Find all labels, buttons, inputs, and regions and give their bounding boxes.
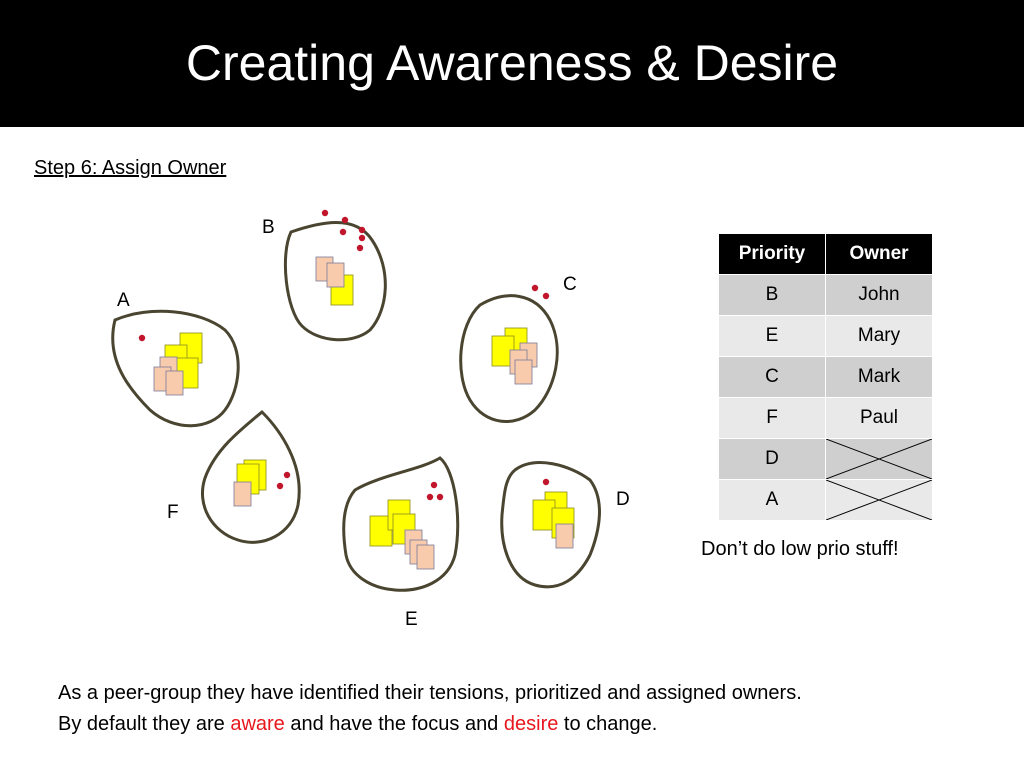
- header-priority: Priority: [718, 233, 826, 275]
- group-label-f: F: [167, 502, 179, 523]
- owner-cell: John: [825, 274, 933, 316]
- owner-cell: Mark: [825, 356, 933, 398]
- group-label-e: E: [405, 609, 418, 630]
- footer-line-2: By default they are aware and have the f…: [58, 709, 802, 740]
- priority-owner-table: Priority Owner B John E Mary C Mark F Pa…: [718, 233, 933, 521]
- table-row: F Paul: [718, 397, 933, 439]
- group-b-blob: [283, 209, 387, 342]
- group-label-b: B: [262, 217, 275, 238]
- table-row: A: [718, 479, 933, 521]
- footer-text: As a peer-group they have identified the…: [58, 678, 802, 740]
- owner-cell: Paul: [825, 397, 933, 439]
- table-row: B John: [718, 274, 933, 316]
- group-d-blob: [500, 461, 601, 589]
- owner-cell: Mary: [825, 315, 933, 357]
- cross-out-icon: [826, 480, 932, 520]
- priority-cell: F: [718, 397, 826, 439]
- slide-title: Creating Awareness & Desire: [185, 35, 839, 91]
- table-row: E Mary: [718, 315, 933, 357]
- group-label-a: A: [117, 290, 130, 311]
- header-owner: Owner: [825, 233, 933, 275]
- table-row: C Mark: [718, 356, 933, 398]
- crossed-out-owner-cell: [825, 479, 933, 521]
- priority-cell: D: [718, 438, 826, 480]
- sticky-note-peach: [326, 262, 345, 288]
- group-label-c: C: [563, 274, 577, 295]
- crossed-out-owner-cell: [825, 438, 933, 480]
- priority-cell: C: [718, 356, 826, 398]
- priority-cell: B: [718, 274, 826, 316]
- footer-text-part: to change.: [558, 713, 658, 735]
- group-e-blob: [342, 456, 460, 592]
- cross-out-icon: [826, 439, 932, 479]
- group-c-blob: [459, 284, 559, 423]
- table-row: D: [718, 438, 933, 480]
- desire-highlight: desire: [503, 713, 559, 735]
- priority-cell: A: [718, 479, 826, 521]
- footer-line-1: As a peer-group they have identified the…: [58, 682, 802, 704]
- footer-text-part: By default they are: [58, 713, 231, 735]
- step-heading: Step 6: Assign Owner: [34, 157, 227, 179]
- group-f-blob: [200, 409, 301, 544]
- title-bar: Creating Awareness & Desire: [0, 0, 1024, 127]
- footer-text-part: and have the focus and: [284, 713, 504, 735]
- table-header-row: Priority Owner: [718, 233, 933, 275]
- group-label-d: D: [616, 489, 630, 510]
- aware-highlight: aware: [230, 713, 285, 735]
- priority-cell: E: [718, 315, 826, 357]
- group-a-blob: [111, 309, 240, 428]
- low-priority-note: Don’t do low prio stuff!: [701, 538, 899, 560]
